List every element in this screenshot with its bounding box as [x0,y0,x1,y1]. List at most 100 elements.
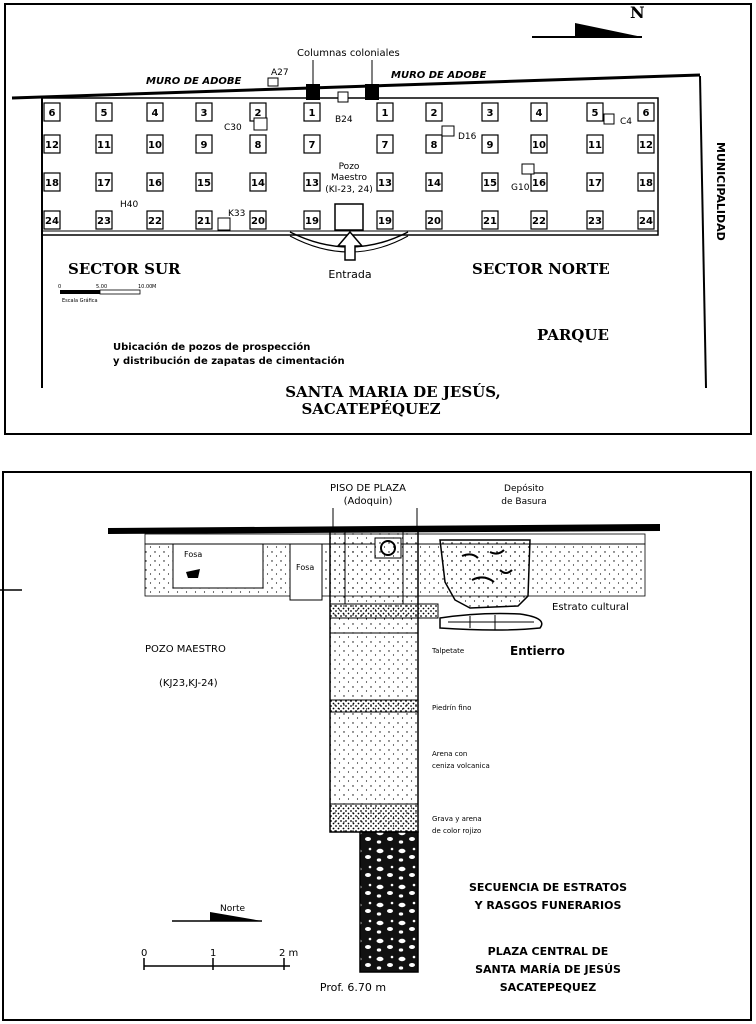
footing-label: 2 [255,108,262,119]
footing-label: 11 [588,140,602,151]
footing-south-5 [95,102,113,122]
footing-south-17 [95,172,113,192]
piso-label-2: (Adoquin) [344,496,393,507]
footing-south-1 [303,102,321,122]
plan-note-2: y distribución de zapatas de cimentación [113,355,345,367]
muro-right-label: MURO DE ADOBE [391,70,487,81]
footing-label: 20 [251,216,265,227]
adobe-wall [11,73,701,100]
svg-text:5.00: 5.00 [96,284,107,290]
h40-label: H40 [120,200,138,210]
pozo-shaft-upper [329,529,419,833]
footing-south-8 [249,134,267,154]
footing-south-15 [195,172,213,192]
parque-label: PARQUE [537,326,609,344]
deposito-label-1: Depósito [504,483,544,494]
footing-label: 5 [592,108,599,119]
entierro-label: Entierro [510,644,565,658]
svg-text:0: 0 [141,948,147,959]
footing-north-19 [376,210,394,230]
pozo-codes-label: (KJ23,KJ-24) [159,678,218,689]
footing-south-3 [195,102,213,122]
footing-north-17 [586,172,604,192]
footing-label: 14 [251,178,265,189]
footing-label: 17 [588,178,602,189]
footing-south-23 [95,210,113,230]
footing-north-9 [481,134,499,154]
c30-label: C30 [224,123,242,133]
fosa-left-label: Fosa [184,550,202,559]
footing-south-14 [249,172,267,192]
footing-south-18 [43,172,61,192]
secuencia-title-1: SECUENCIA DE ESTRATOS [469,881,627,894]
footing-north-12 [637,134,655,154]
footing-north-3 [481,102,499,122]
pozo-maestro-pit [334,203,364,231]
footing-north-2 [425,102,443,122]
footing-label: 17 [97,178,111,189]
footing-north-6 [637,102,655,122]
columnas-label: Columnas coloniales [297,48,400,59]
footing-south-22 [146,210,164,230]
footing-label: 4 [536,108,543,119]
footing-label: 4 [152,108,159,119]
footing-label: 21 [197,216,211,227]
footing-south-9 [195,134,213,154]
footing-north-7 [376,134,394,154]
footing-label: 7 [309,140,316,151]
arena-label-2: ceniza volcanica [432,762,490,770]
pit-a27 [267,77,279,87]
plan-scale-bar: 0 5.00 10.00 M Escala Gráfica [58,284,156,304]
deposito-label-2: de Basura [501,497,546,507]
garbage-deposit [439,539,531,609]
pit-b24 [337,91,349,103]
pozo-label-1: Pozo [339,162,360,172]
b24-label: B24 [335,115,353,125]
footing-label: 9 [201,140,208,151]
footing-south-7 [303,134,321,154]
section-frame [2,471,752,1021]
plan-title-2: SACATEPÉQUEZ [301,400,440,418]
footing-label: 12 [639,140,653,151]
plan-east-line [699,75,707,389]
footing-label: 24 [639,216,653,227]
svg-text:10.00: 10.00 [138,284,152,290]
footing-north-15 [481,172,499,192]
footing-south-24 [43,210,61,230]
arena-label-1: Arena con [432,750,467,758]
a27-label: A27 [271,68,289,78]
pozo-maestro-label: POZO MAESTRO [145,644,226,655]
footing-south-20 [249,210,267,230]
footing-south-12 [43,134,61,154]
footing-south-11 [95,134,113,154]
svg-text:1: 1 [210,948,216,959]
footing-north-8 [425,134,443,154]
fosa-right-label: Fosa [296,563,314,572]
svg-text:M: M [152,284,156,290]
muro-left-label: MURO DE ADOBE [146,76,242,87]
pit-k33 [217,217,231,231]
colonial-column-right [365,84,379,100]
grava-label-2: de color rojizo [432,827,481,835]
fosa-right [289,543,323,601]
municipalidad-label: MUNICIPALIDAD [714,142,727,241]
footing-label: 6 [643,108,650,119]
pozo-label-2: Maestro [331,173,368,183]
footing-label: 20 [427,216,441,227]
footing-south-6 [43,102,61,122]
plaza-title-1: PLAZA CENTRAL DE [488,945,609,958]
footing-south-10 [146,134,164,154]
footing-label: 1 [382,108,389,119]
footing-label: 6 [49,108,56,119]
footing-label: 1 [309,108,316,119]
plaza-surface [108,524,660,534]
footing-north-1 [376,102,394,122]
piso-label-1: PISO DE PLAZA [330,483,406,494]
footing-north-10 [530,134,548,154]
footing-label: 13 [305,178,319,189]
footing-label: 16 [532,178,546,189]
footing-label: 5 [101,108,108,119]
d16-label: D16 [458,132,477,142]
